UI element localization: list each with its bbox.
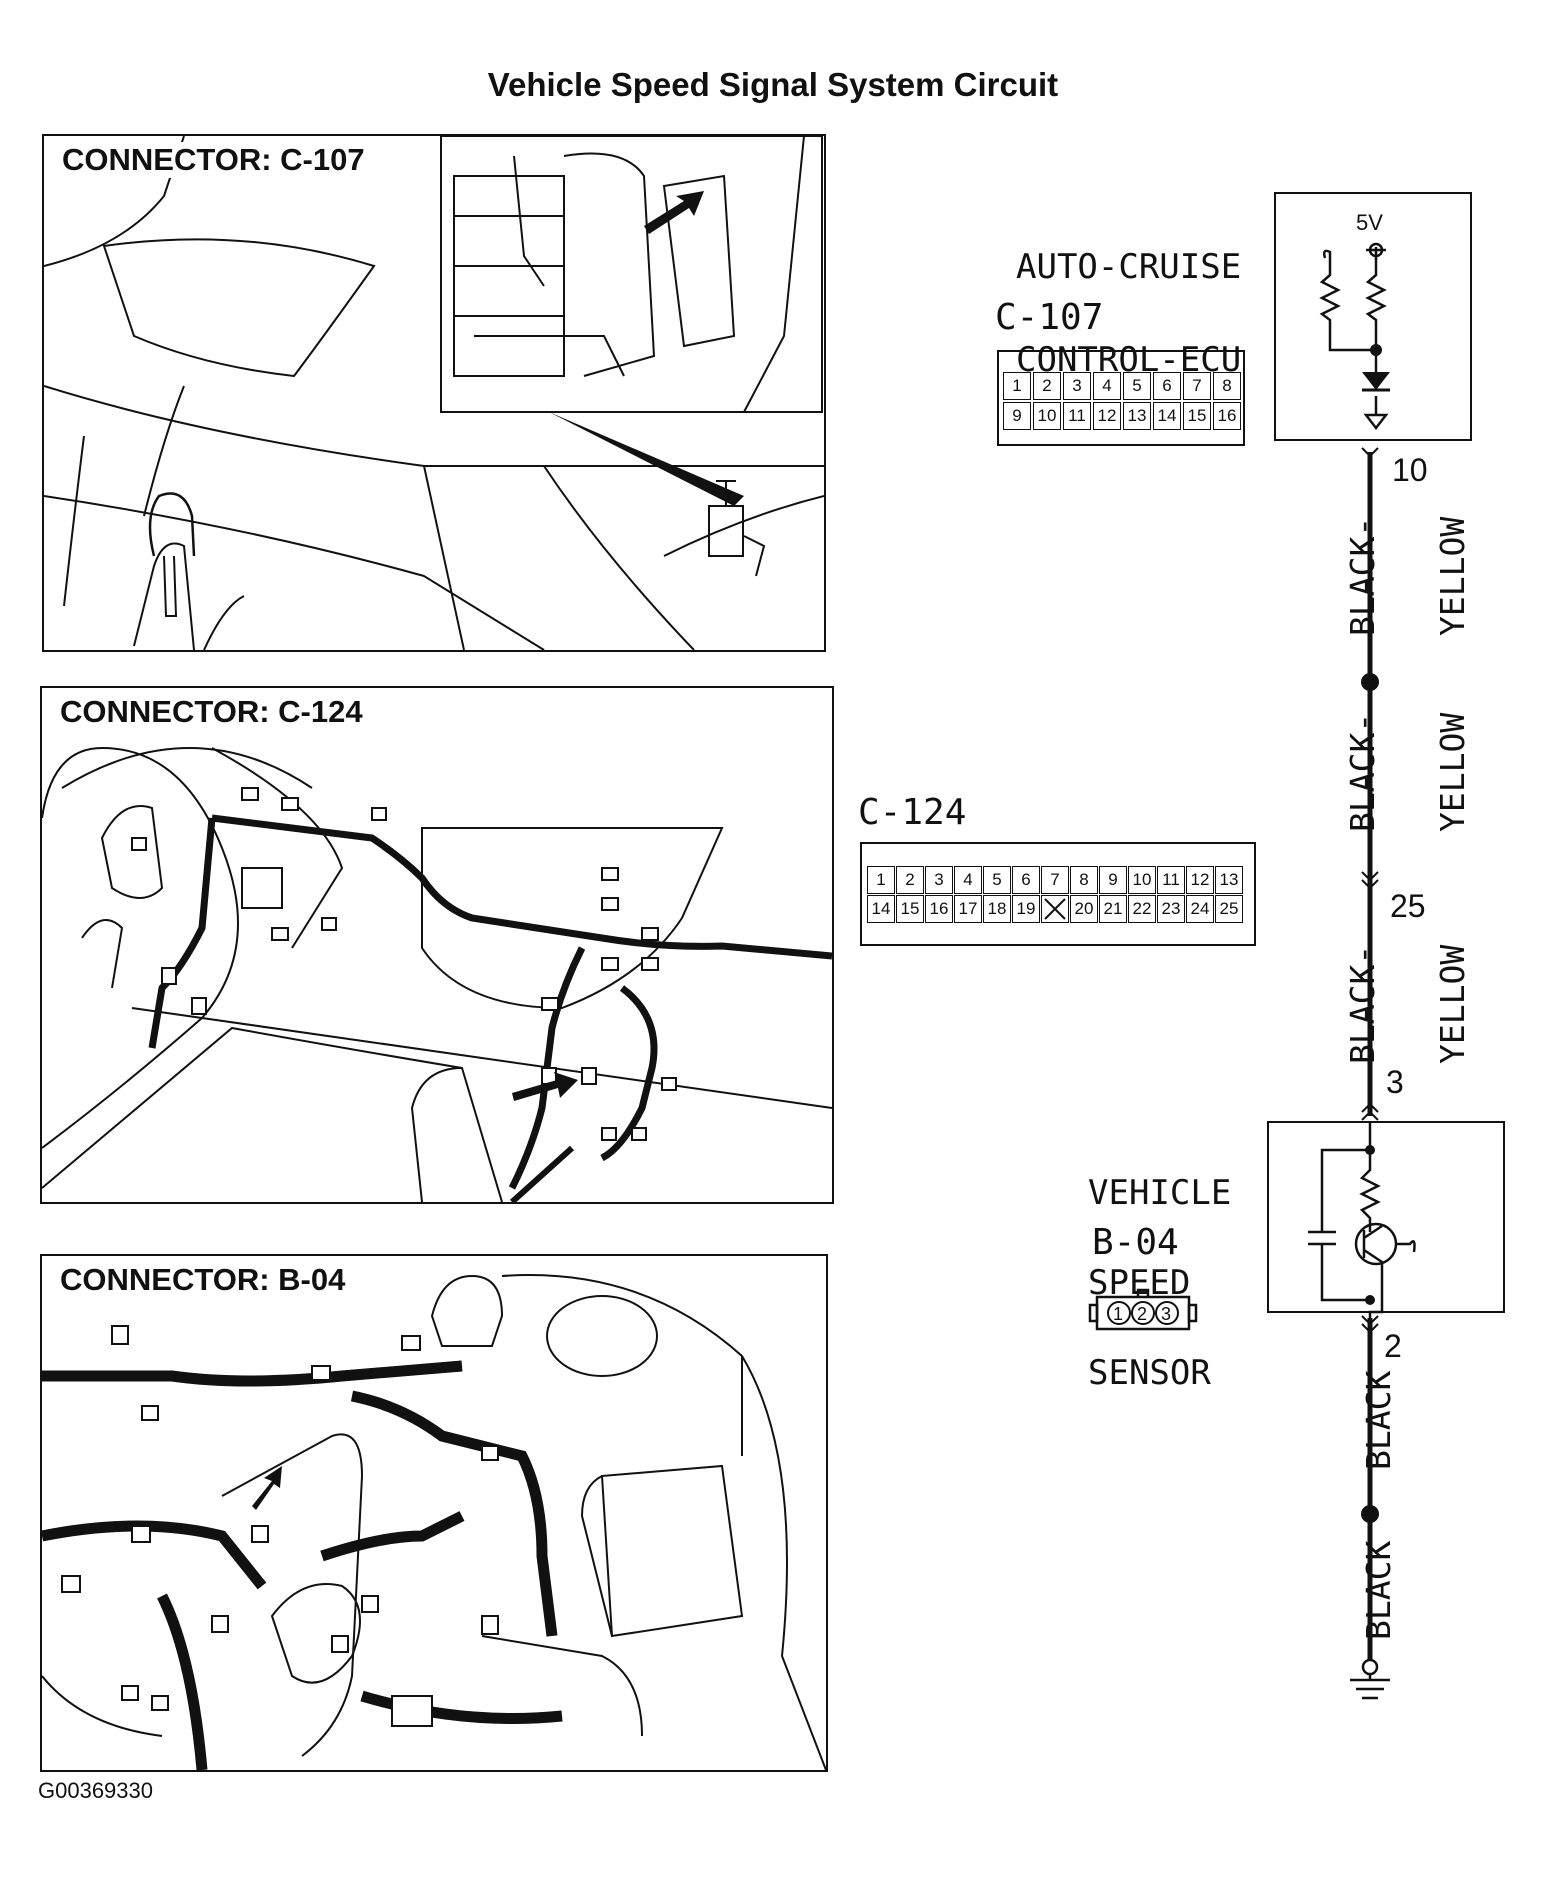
c107-pin-8: 8 <box>1213 372 1241 400</box>
c107-pin-3: 3 <box>1063 372 1091 400</box>
ecu-name-line2: CONTROL-ECU <box>1016 340 1242 380</box>
c124-pin-13: 13 <box>1215 866 1243 894</box>
c107-panel-label: CONNECTOR: C-107 <box>58 142 369 178</box>
ecu-internal-circuit <box>1319 242 1389 431</box>
c124-pin-11: 11 <box>1157 866 1185 894</box>
c124-pin-25: 25 <box>1215 895 1243 923</box>
b04-pin-2: 2 <box>1137 1304 1147 1324</box>
c124-pin-2: 2 <box>896 866 924 894</box>
c124-pin-9: 9 <box>1099 866 1127 894</box>
b04-location-drawing <box>42 1274 826 1770</box>
c107-connector-body <box>997 350 1245 446</box>
c124-pin-unused <box>1041 895 1069 923</box>
c124-location-drawing <box>42 746 832 1202</box>
b04-pin-circles <box>1107 1301 1179 1325</box>
c124-panel-label: CONNECTOR: C-124 <box>56 694 367 730</box>
c124-pin-number: 25 <box>1390 888 1426 924</box>
c124-pin-6: 6 <box>1012 866 1040 894</box>
ecu-box <box>1274 192 1472 441</box>
b04-pin-1: 1 <box>1113 1304 1123 1324</box>
c124-connector-id: C-124 <box>858 792 967 833</box>
wire-color-segment-3: BLACK- YELLOW <box>1343 944 1472 1064</box>
c107-pin-14: 14 <box>1153 402 1181 430</box>
splice-point-lower <box>1361 1505 1379 1523</box>
c107-location-drawing <box>44 136 824 650</box>
c124-pin-22: 22 <box>1128 895 1156 923</box>
signal-wire <box>1361 447 1379 1660</box>
connector-b04-panel: CONNECTOR: B-04 <box>40 1254 828 1772</box>
ecu-name: AUTO-CRUISE CONTROL-ECU <box>1016 190 1241 407</box>
c124-pin-1: 1 <box>867 866 895 894</box>
c107-connector-id: C-107 <box>995 297 1104 338</box>
sensor-name: VEHICLE SPEED SENSOR <box>1088 1118 1231 1418</box>
c124-pin-17: 17 <box>954 895 982 923</box>
c107-pin-2: 2 <box>1033 372 1061 400</box>
c107-pin-4: 4 <box>1093 372 1121 400</box>
diagram-title: Vehicle Speed Signal System Circuit <box>487 66 1059 103</box>
sensor-name-line3: SENSOR <box>1088 1353 1211 1393</box>
ecu-pin-number: 10 <box>1392 452 1428 488</box>
wire-color-segment-5: BLACK <box>1359 1540 1398 1640</box>
c124-pin-5: 5 <box>983 866 1011 894</box>
wire-color-segment-1: BLACK- YELLOW <box>1343 516 1472 636</box>
c124-pin-23: 23 <box>1157 895 1185 923</box>
c124-pin-3: 3 <box>925 866 953 894</box>
connector-c107-panel: CONNECTOR: C-107 <box>42 134 826 652</box>
sensor-internal-circuit <box>1308 1122 1416 1322</box>
c124-pin-12: 12 <box>1186 866 1214 894</box>
sensor-name-line2: SPEED <box>1088 1263 1191 1303</box>
c107-pin-12: 12 <box>1093 402 1121 430</box>
c107-pin-13: 13 <box>1123 402 1151 430</box>
c124-pin-14: 14 <box>867 895 895 923</box>
c107-pin-5: 5 <box>1123 372 1151 400</box>
c107-pin-9: 9 <box>1003 402 1031 430</box>
wire-color-segment-4: BLACK <box>1359 1370 1398 1470</box>
c124-pin-24: 24 <box>1186 895 1214 923</box>
ground-symbol <box>1350 1658 1390 1700</box>
figure-id: G00369330 <box>38 1778 153 1803</box>
sensor-box <box>1267 1121 1505 1313</box>
c107-pin-16: 16 <box>1213 402 1241 430</box>
c107-pin-10: 10 <box>1033 402 1061 430</box>
c124-pin-20: 20 <box>1070 895 1098 923</box>
c107-pin-11: 11 <box>1063 402 1091 430</box>
sensor-name-line1: VEHICLE <box>1088 1173 1232 1213</box>
c124-pin-10: 10 <box>1128 866 1156 894</box>
b04-pin-3: 3 <box>1161 1304 1171 1324</box>
c124-connector-body <box>860 842 1256 946</box>
c124-pin-21: 21 <box>1099 895 1127 923</box>
c124-pin-4: 4 <box>954 866 982 894</box>
wire-color-segment-2: BLACK- YELLOW <box>1343 712 1472 832</box>
c124-pin-18: 18 <box>983 895 1011 923</box>
c107-pin-7: 7 <box>1183 372 1211 400</box>
b04-connector-shape <box>1088 1288 1198 1331</box>
b04-panel-label: CONNECTOR: B-04 <box>56 1262 350 1298</box>
c124-pin-7: 7 <box>1041 866 1069 894</box>
ecu-voltage-label: 5V <box>1356 210 1383 235</box>
connector-c124-panel: CONNECTOR: C-124 <box>40 686 834 1204</box>
c107-pin-6: 6 <box>1153 372 1181 400</box>
c107-pin-1: 1 <box>1003 372 1031 400</box>
c124-pin-8: 8 <box>1070 866 1098 894</box>
b04-connector-id: B-04 <box>1092 1222 1179 1263</box>
splice-point-upper <box>1361 673 1379 691</box>
ecu-name-line1: AUTO-CRUISE <box>1016 247 1242 287</box>
c107-pin-15: 15 <box>1183 402 1211 430</box>
sensor-output-pin: 2 <box>1384 1328 1402 1364</box>
sensor-input-pin: 3 <box>1386 1064 1404 1100</box>
c124-pin-19: 19 <box>1012 895 1040 923</box>
c124-pin-15: 15 <box>896 895 924 923</box>
c124-pin-16: 16 <box>925 895 953 923</box>
